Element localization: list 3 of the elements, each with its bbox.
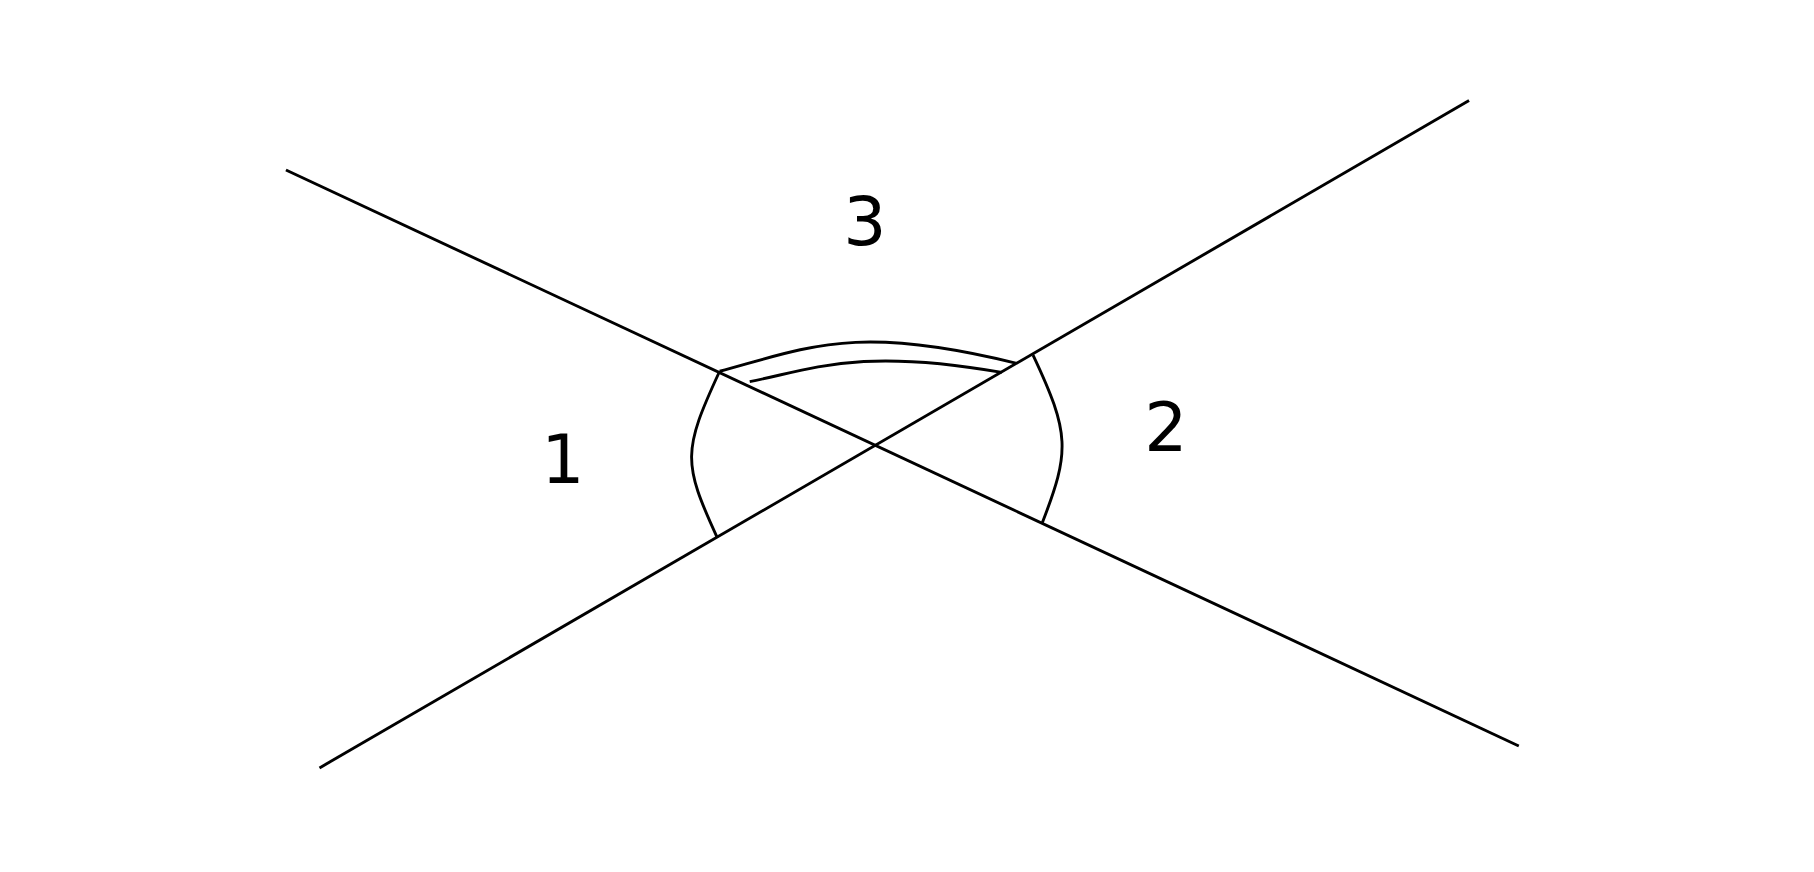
angle-number: 3 (843, 188, 887, 256)
angle-number: 1 (541, 426, 585, 494)
angle-number: 2 (1144, 394, 1188, 462)
